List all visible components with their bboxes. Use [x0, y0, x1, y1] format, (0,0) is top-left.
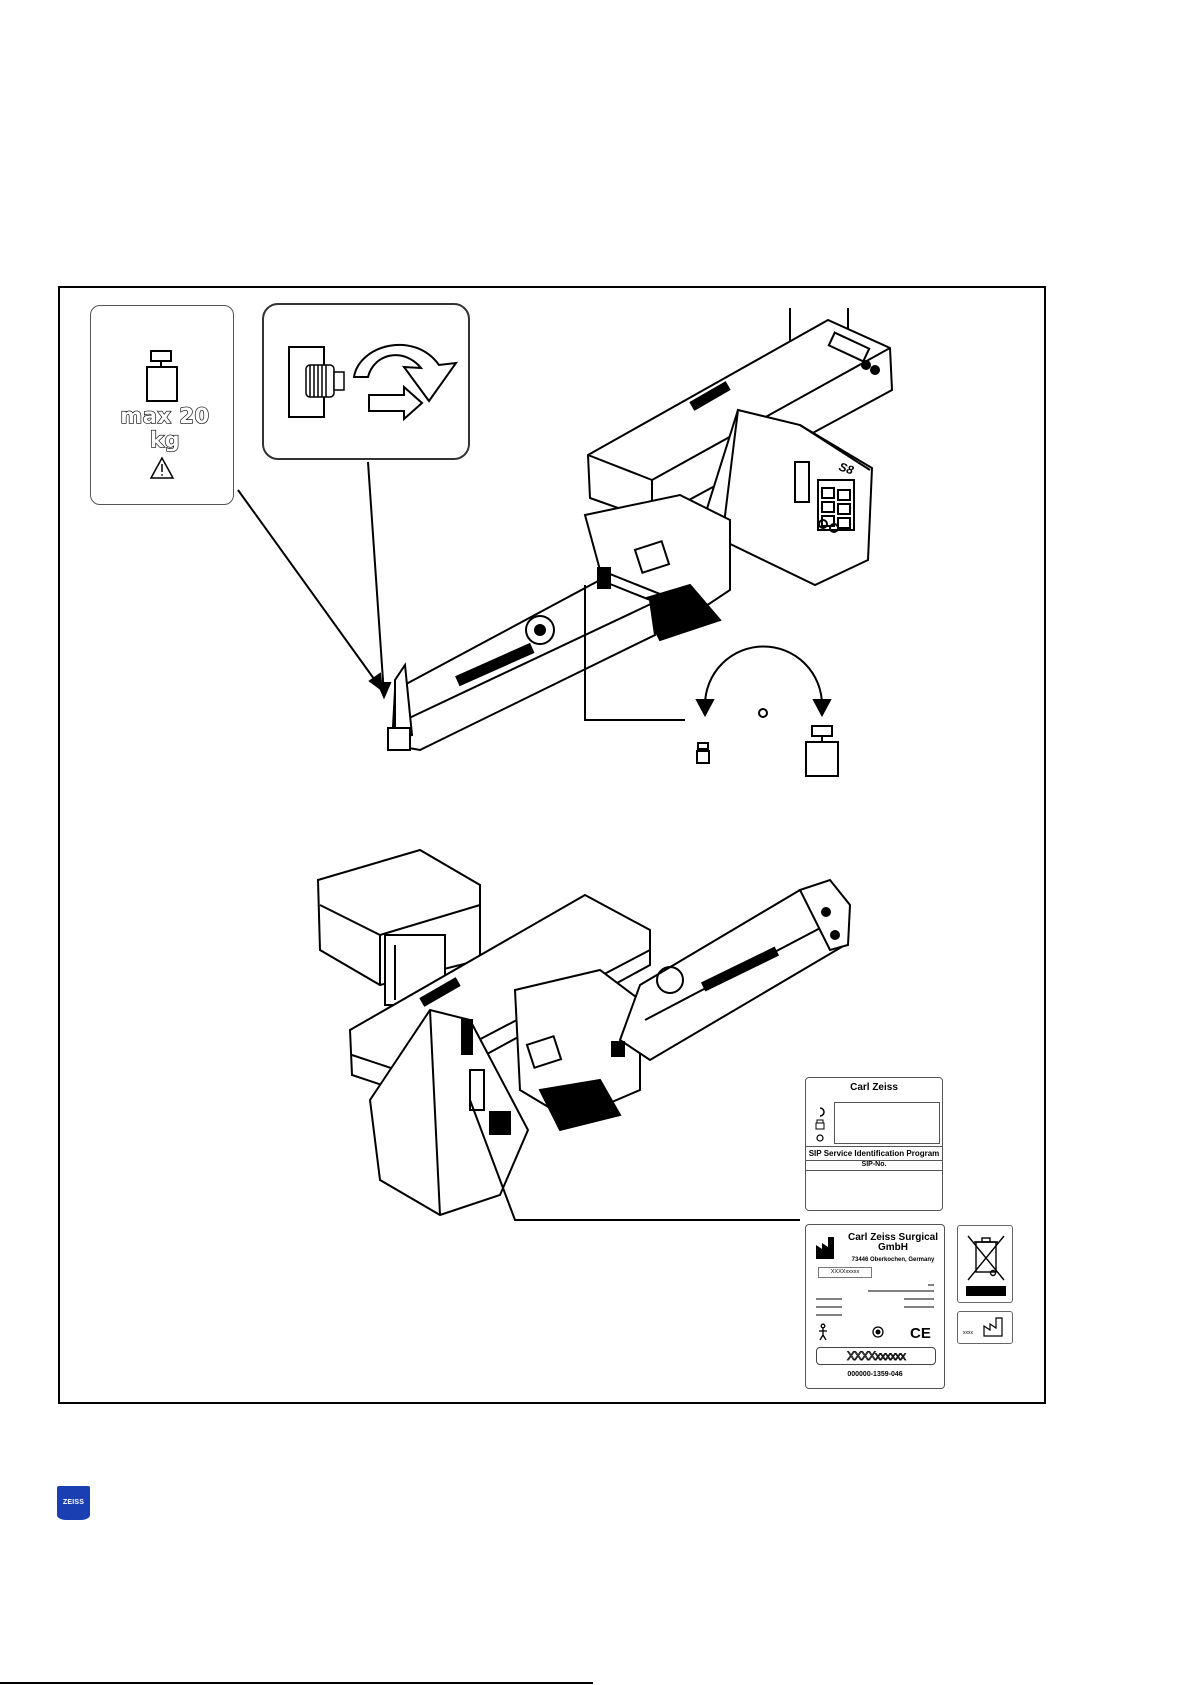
- certification-mark-icon: [873, 1327, 883, 1337]
- sip-plate-field: [834, 1102, 940, 1144]
- weee-disposal-label: [957, 1225, 1013, 1303]
- crossed-bin-icon: [958, 1226, 1014, 1304]
- part-number: 000000-1359-046: [806, 1371, 944, 1378]
- manufacture-date-icon: [958, 1312, 1014, 1345]
- plate-symbols-icon: [814, 1104, 834, 1144]
- rating-plate: Carl Zeiss Surgical GmbH 73446 Oberkoche…: [805, 1224, 945, 1389]
- barcode-field: XXXXxxxxxx: [816, 1347, 936, 1365]
- manufacture-date-placeholder: xxxx: [963, 1330, 973, 1336]
- sip-number-label: SIP-No.: [806, 1160, 942, 1171]
- zeiss-logo: ZEISS: [57, 1486, 90, 1520]
- rating-plate-lines: CE: [806, 1225, 946, 1345]
- sip-identification-plate: Carl Zeiss SIP Service Identification Pr…: [805, 1077, 943, 1211]
- footer-rule: [0, 1682, 593, 1684]
- person-symbol-icon: [819, 1324, 827, 1340]
- sip-program-text: SIP Service Identification Program: [806, 1146, 942, 1161]
- ce-mark-icon: CE: [910, 1325, 931, 1342]
- manufacture-date-label: xxxx: [957, 1311, 1013, 1344]
- sip-plate-brand: Carl Zeiss: [806, 1082, 942, 1093]
